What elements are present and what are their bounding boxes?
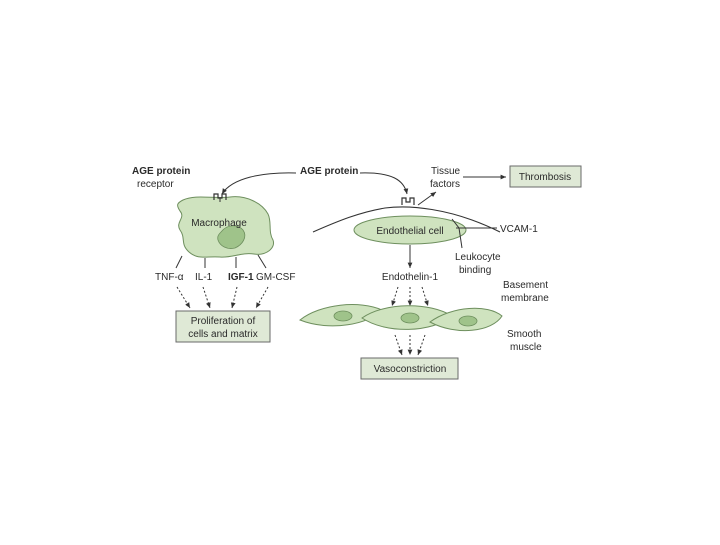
leukocyte-label-line1: Leukocyte [455,252,501,263]
igf1-label: IGF-1 [228,272,254,283]
proliferation-label-line2: cells and matrix [188,329,257,340]
arrow-muscle-to-vaso-3 [417,334,426,356]
arrow-muscle-to-vaso-1 [394,334,403,356]
macrophage-label: Macrophage [191,218,247,229]
endothelial-receptor-icon [401,197,415,205]
macrophage-nucleus [217,225,246,249]
endothelial-cell-label: Endothelial cell [376,226,443,237]
basement-label-line2: membrane [501,293,549,304]
thrombosis-label: Thrombosis [519,172,571,183]
arrow-endothelin-1 [391,286,399,307]
age-protein-label: AGE protein [300,166,358,177]
macrophage-cell: Macrophage [177,196,275,258]
vcam-marker-icon [451,218,463,249]
link-macrophage-tnf [175,255,183,269]
tissue-factors-label-line1: Tissue [431,166,461,177]
proliferation-label-line1: Proliferation of [191,316,256,327]
vasoconstriction-box: Vasoconstriction [360,357,459,380]
endothelin-label: Endothelin-1 [382,272,439,283]
smooth-muscle-nucleus-1 [333,310,353,322]
endothelial-cell: Endothelial cell [353,215,467,245]
gmcsf-label: GM-CSF [256,272,295,283]
link-macrophage-gmcsf [257,254,267,269]
arrow-endothelin-3 [421,286,429,307]
arrow-age-to-receptor [221,172,297,195]
proliferation-box: Proliferation of cells and matrix [175,310,271,343]
arrow-il1-to-prolif [202,286,211,309]
age-receptor-label-line2: receptor [137,179,174,190]
il1-label: IL-1 [195,272,213,283]
arrow-igf1-to-prolif [230,286,238,309]
vasoconstriction-label: Vasoconstriction [374,364,447,375]
arrow-gmcsf-to-prolif [255,286,269,309]
tissue-factors-label-line2: factors [430,179,460,190]
arrow-age-to-endothelium [359,172,409,195]
tnf-alpha-label: TNF-α [155,272,184,283]
thrombosis-box: Thrombosis [509,165,582,188]
smooth-muscle-label-line2: muscle [510,342,542,353]
basement-label-line1: Basement [503,280,548,291]
arrow-tnf-to-prolif [176,286,191,309]
smooth-muscle-nucleus-3 [458,315,478,327]
smooth-muscle-layer [299,304,503,332]
smooth-muscle-label-line1: Smooth [507,329,541,340]
leukocyte-label-line2: binding [459,265,491,276]
smooth-muscle-nucleus-2 [400,312,420,324]
arrow-receptor-to-tissue [417,191,437,206]
age-receptor-label-line1: AGE protein [132,166,190,177]
vcam-label: VCAM-1 [500,224,538,235]
endothelial-membrane-line [312,206,501,233]
